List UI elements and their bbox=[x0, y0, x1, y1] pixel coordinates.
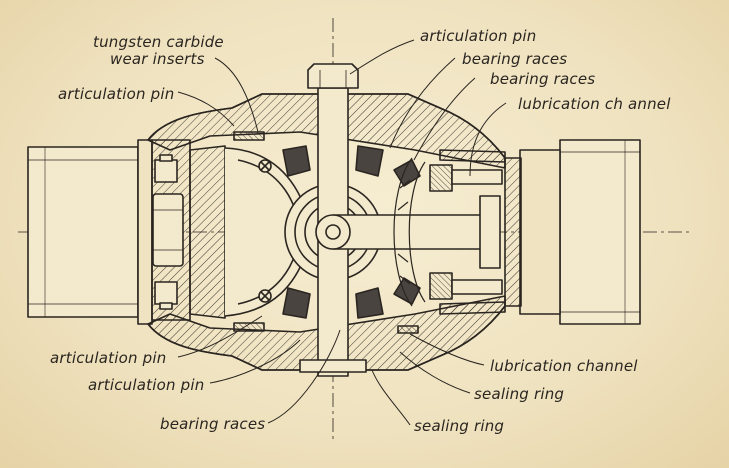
screws bbox=[258, 159, 272, 303]
label-articulation-pin-bottom-1: articulation pin bbox=[50, 349, 167, 367]
label-bearing-races-1: bearing races bbox=[462, 50, 568, 68]
label-tungsten-carbide: tungsten carbide bbox=[93, 33, 224, 51]
horizontal-arm bbox=[315, 195, 501, 269]
left-shaft bbox=[27, 139, 153, 325]
bearing-races bbox=[282, 145, 421, 319]
label-articulation-pin-left: articulation pin bbox=[58, 85, 175, 103]
label-bearing-races-bottom: bearing races bbox=[160, 415, 266, 433]
wear-inserts bbox=[233, 131, 419, 334]
label-wear-inserts: wear inserts bbox=[110, 50, 205, 68]
label-sealing-ring-1: sealing ring bbox=[474, 385, 565, 403]
right-ribbed-race bbox=[393, 157, 426, 307]
right-seal bbox=[429, 149, 506, 315]
label-sealing-ring-2: sealing ring bbox=[414, 417, 505, 435]
right-shaft bbox=[504, 139, 641, 325]
label-articulation-pin-top: articulation pin bbox=[420, 27, 537, 45]
label-bearing-races-2: bearing races bbox=[490, 70, 596, 88]
label-lubrication-channel: lubrication channel bbox=[490, 357, 638, 375]
label-articulation-pin-bottom-2: articulation pin bbox=[88, 376, 205, 394]
left-bolts bbox=[152, 154, 184, 310]
leader-lines bbox=[177, 39, 507, 426]
label-lubrication-ch-annel: lubrication ch annel bbox=[518, 95, 671, 113]
